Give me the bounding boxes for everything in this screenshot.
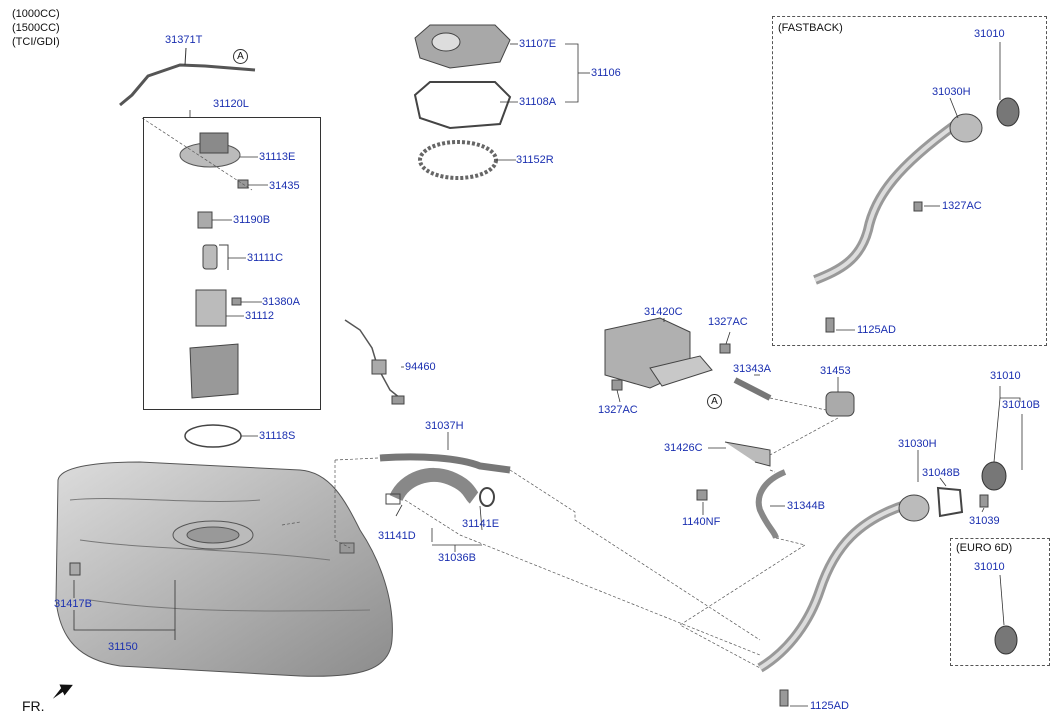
part-31141E[interactable]: 31141E	[462, 518, 500, 530]
part-31420C[interactable]: 31420C	[644, 306, 683, 318]
part-31010[interactable]: 31010	[990, 370, 1021, 382]
part-31120L[interactable]: 31120L	[213, 98, 249, 110]
part-31037H[interactable]: 31037H	[425, 420, 464, 432]
part-31039[interactable]: 31039	[969, 515, 1000, 527]
fastback-filler-shape	[813, 97, 1020, 333]
part-31010-euro6d[interactable]: 31010	[974, 561, 1005, 573]
pump-module-shapes	[179, 132, 249, 448]
ref-marker-a-top: A	[233, 49, 248, 64]
cover-shapes	[413, 24, 512, 180]
part-31118S[interactable]: 31118S	[259, 430, 296, 442]
part-31371T[interactable]: 31371T	[165, 34, 203, 46]
part-31343A[interactable]: 31343A	[733, 363, 771, 375]
part-31141D[interactable]: 31141D	[378, 530, 416, 542]
part-1125AD-fastback[interactable]: 1125AD	[857, 324, 896, 336]
part-31010B[interactable]: 31010B	[1002, 399, 1040, 411]
part-31344B[interactable]: 31344B	[787, 500, 825, 512]
part-1140NF[interactable]: 1140NF	[682, 516, 721, 528]
part-31106[interactable]: 31106	[591, 67, 621, 79]
part-31112[interactable]: 31112	[245, 310, 274, 322]
euro6d-label: (EURO 6D)	[956, 542, 1013, 554]
part-31107E[interactable]: 31107E	[519, 38, 557, 50]
part-31108A[interactable]: 31108A	[519, 96, 557, 108]
part-31030H[interactable]: 31030H	[898, 438, 937, 450]
leader-lines	[73, 42, 1023, 707]
part-31113E[interactable]: 31113E	[259, 151, 296, 163]
part-31453[interactable]: 31453	[820, 365, 851, 377]
part-94460[interactable]: 94460	[405, 361, 436, 373]
part-31435[interactable]: 31435	[269, 180, 300, 192]
part-31426C[interactable]: 31426C	[664, 442, 703, 454]
part-31190B[interactable]: 31190B	[233, 214, 271, 226]
part-31030H-fastback[interactable]: 31030H	[932, 86, 971, 98]
part-31380A[interactable]: 31380A	[262, 296, 300, 308]
part-1327AC-canister[interactable]: 1327AC	[708, 316, 748, 328]
fuel-tank-shape	[55, 461, 393, 677]
direction-label: FR.	[22, 698, 45, 714]
part-31036B[interactable]: 31036B	[438, 552, 476, 564]
part-31111C[interactable]: 31111C	[247, 252, 284, 264]
part-1327AC-fastback[interactable]: 1327AC	[942, 200, 982, 212]
fr-arrow	[52, 684, 73, 699]
part-31048B[interactable]: 31048B	[922, 467, 960, 479]
part-31417B[interactable]: 31417B	[54, 598, 92, 610]
ref-marker-a-mid: A	[707, 394, 722, 409]
canister-shape	[604, 317, 731, 391]
part-1327AC-lower[interactable]: 1327AC	[598, 404, 638, 416]
part-31150[interactable]: 31150	[108, 641, 138, 653]
engine-note-1500cc: (1500CC)	[12, 22, 60, 34]
routing-lines	[141, 117, 839, 669]
engine-note-1000cc: (1000CC)	[12, 8, 60, 20]
fastback-label: (FASTBACK)	[778, 22, 843, 34]
filler-pipe-shape	[757, 461, 1007, 707]
part-31152R[interactable]: 31152R	[516, 154, 554, 166]
engine-note-tci-gdi: (TCI/GDI)	[12, 36, 60, 48]
euro6d-box	[950, 538, 1050, 666]
part-31010-fastback[interactable]: 31010	[974, 28, 1005, 40]
pump-assembly-box	[143, 117, 321, 410]
part-1125AD[interactable]: 1125AD	[810, 700, 849, 712]
fastback-box	[772, 16, 1047, 346]
